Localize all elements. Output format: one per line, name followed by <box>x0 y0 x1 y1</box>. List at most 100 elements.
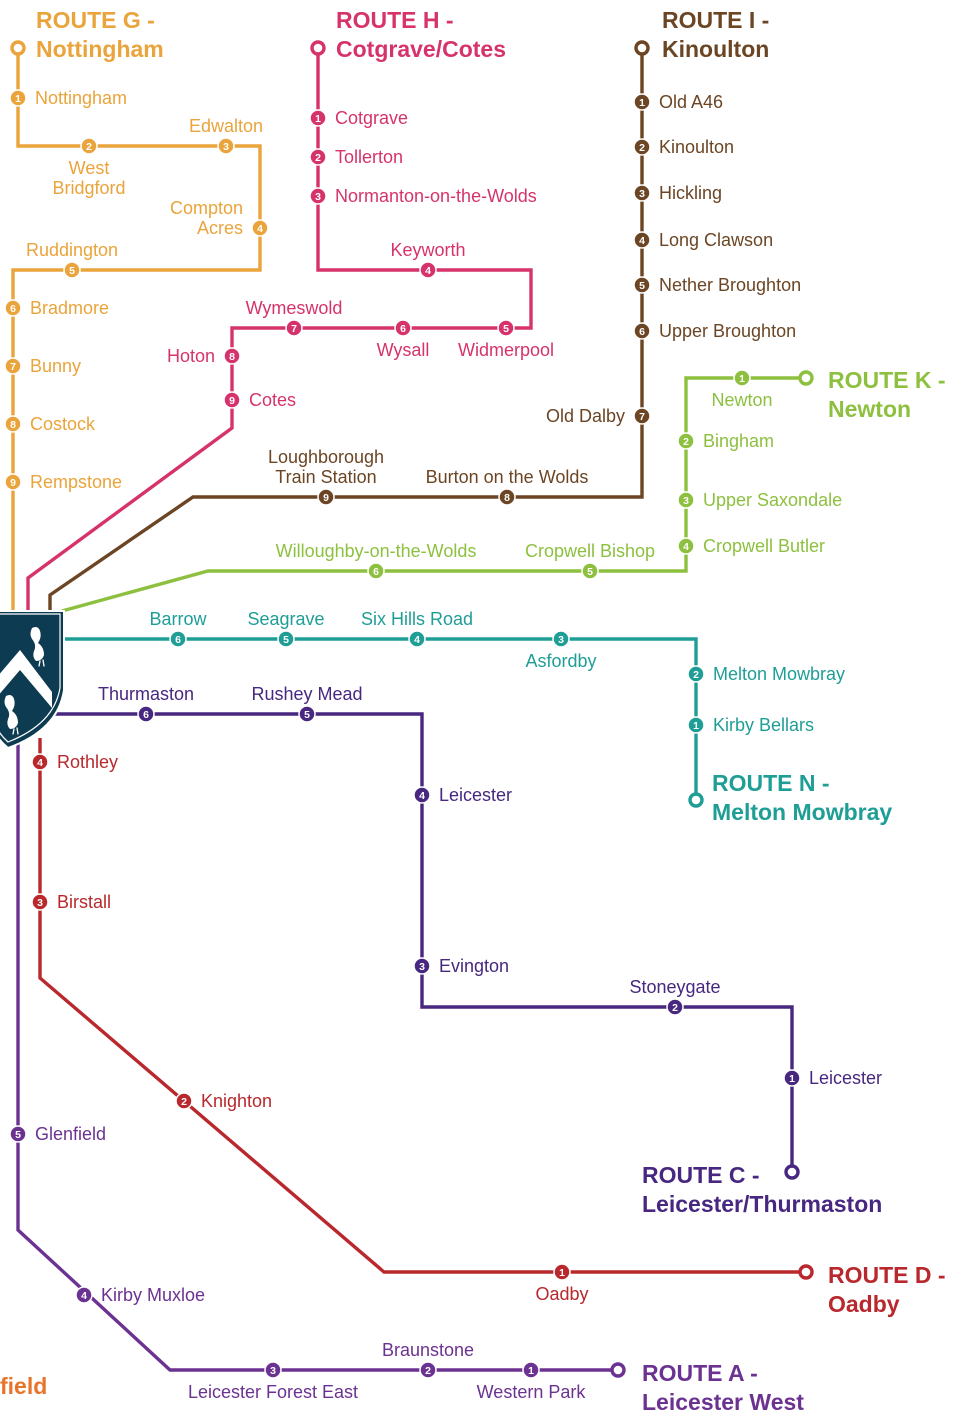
stop-number: 4 <box>414 634 420 646</box>
stop-number: 6 <box>639 326 645 338</box>
stop-marker <box>633 322 651 340</box>
stop-label: Tollerton <box>335 147 403 167</box>
stop-label-line: Oadby <box>535 1284 588 1304</box>
stop-marker <box>309 148 327 166</box>
route-title-line: Nottingham <box>36 36 164 62</box>
stop-marker <box>298 705 316 723</box>
crest-inner <box>0 613 61 743</box>
stop-label-line: Keyworth <box>390 240 465 260</box>
stop-number: 3 <box>419 961 425 973</box>
route-g-terminus <box>10 40 26 56</box>
stop-number: 6 <box>373 566 379 578</box>
stop-label-line: Melton Mowbray <box>713 664 845 684</box>
route-title-line: ROUTE C - <box>642 1162 760 1188</box>
stop-label: Oadby <box>535 1284 588 1304</box>
stop-number: 3 <box>37 897 43 909</box>
stop-marker <box>633 138 651 156</box>
route-c-title: ROUTE C -Leicester/Thurmaston <box>642 1162 882 1217</box>
stop-number: 9 <box>10 477 16 489</box>
stop-label: Seagrave <box>247 609 324 629</box>
stop-marker <box>419 1361 437 1379</box>
route-a-title: ROUTE A -Leicester West <box>642 1360 804 1414</box>
stop-marker <box>633 93 651 111</box>
route-title-line: ROUTE K - <box>828 367 946 393</box>
stop-marker <box>277 630 295 648</box>
stop-number: 4 <box>257 223 263 235</box>
stop-marker <box>285 319 303 337</box>
stop-label-line: Cotgrave <box>335 108 408 128</box>
stop-marker <box>408 630 426 648</box>
stop-number: 3 <box>223 141 229 153</box>
stop-label-line: Ruddington <box>26 240 118 260</box>
stop-label-line: Edwalton <box>189 116 263 136</box>
stop-label: Asfordby <box>525 651 596 671</box>
stop-number: 1 <box>528 1365 534 1377</box>
stop-label-line: Rempstone <box>30 472 122 492</box>
stop-number: 8 <box>504 492 510 504</box>
route-h-terminus <box>310 40 326 56</box>
stop-label: Hoton <box>167 346 215 366</box>
route-i-title: ROUTE I -Kinoulton <box>662 7 769 62</box>
stop-label-line: Barrow <box>149 609 207 629</box>
stop-label-line: Thurmaston <box>98 684 194 704</box>
stop-marker <box>9 89 27 107</box>
stop-label-line: Stoneygate <box>629 977 720 997</box>
route-n-line <box>60 637 698 800</box>
stop-label-line: Nottingham <box>35 88 127 108</box>
route-a-line <box>16 740 618 1372</box>
stop-marker <box>633 276 651 294</box>
stop-marker <box>733 369 751 387</box>
route-d-stop-3: 3 Birstall <box>31 892 111 912</box>
stop-number: 5 <box>304 709 310 721</box>
stop-label-line: Six Hills Road <box>361 609 473 629</box>
stop-marker <box>783 1069 801 1087</box>
route-title-line: Melton Mowbray <box>712 799 892 825</box>
stop-number: 2 <box>693 669 699 681</box>
route-i-line <box>48 48 644 615</box>
stop-marker <box>223 347 241 365</box>
stop-number: 1 <box>789 1073 795 1085</box>
stop-number: 2 <box>181 1096 187 1108</box>
stop-label: Wymeswold <box>246 298 343 318</box>
stop-label-line: Bridgford <box>52 178 125 198</box>
stop-label-line: Western Park <box>477 1382 587 1402</box>
stop-label-line: Birstall <box>57 892 111 912</box>
stop-label: Bradmore <box>30 298 109 318</box>
route-k-terminus <box>798 370 814 386</box>
stop-label: Thurmaston <box>98 684 194 704</box>
stop-label-line: Acres <box>197 218 243 238</box>
stop-number: 2 <box>683 436 689 448</box>
stop-marker <box>497 319 515 337</box>
crest-chevron <box>0 650 52 708</box>
stop-label: Burton on the Wolds <box>426 467 589 487</box>
stop-marker <box>394 319 412 337</box>
route-title-line: ROUTE I - <box>662 7 769 33</box>
stop-label: Rushey Mead <box>251 684 362 704</box>
stop-number: 4 <box>425 265 431 277</box>
stop-label-line: Kirby Muxloe <box>101 1285 205 1305</box>
stop-label: Upper Saxondale <box>703 490 842 510</box>
stop-number: 9 <box>323 492 329 504</box>
stop-number: 7 <box>291 323 297 335</box>
stop-marker <box>137 705 155 723</box>
route-h-line <box>26 48 533 615</box>
stop-number: 1 <box>739 373 745 385</box>
stop-marker <box>31 753 49 771</box>
route-g-stop-9: 9 Rempstone <box>4 472 122 492</box>
route-n-terminus <box>688 792 704 808</box>
